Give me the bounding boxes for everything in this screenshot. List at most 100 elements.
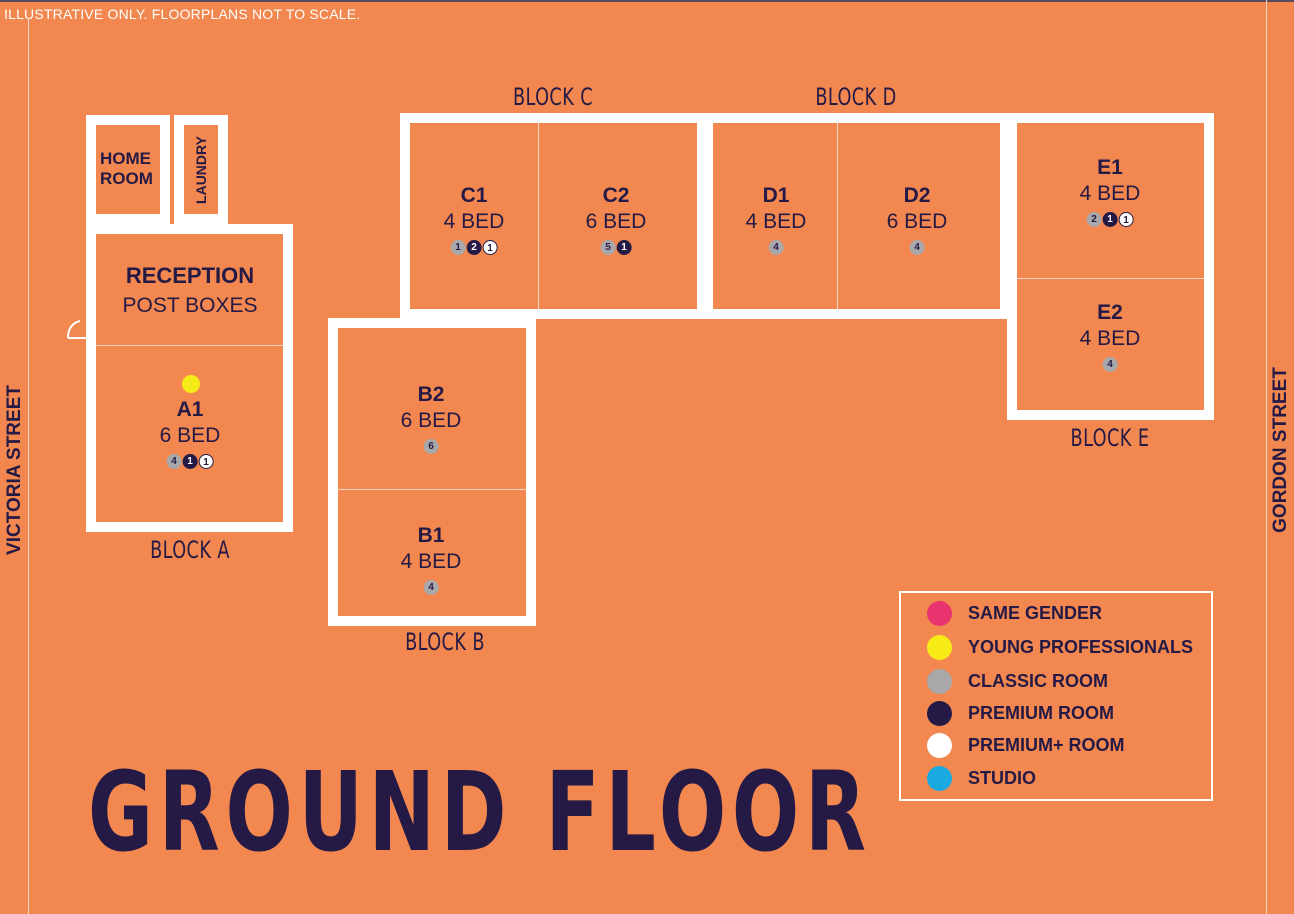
room-code: C1 — [460, 184, 488, 207]
room-beds: 4 BED — [1079, 327, 1141, 350]
classic-room-badge: 4 — [423, 580, 439, 595]
entrance-door-icon — [67, 320, 91, 339]
room-beds: 4 BED — [400, 550, 462, 573]
reception-label: RECEPTION — [125, 263, 255, 288]
room-b2[interactable]: B2 6 BED 6 — [400, 383, 462, 454]
post-boxes-label: POST BOXES — [122, 294, 258, 317]
block-d-divider — [837, 123, 838, 309]
laundry-outline — [174, 115, 228, 224]
block-cd-wall — [697, 113, 713, 319]
premium-room-badge: 2 — [466, 240, 482, 255]
legend-label: STUDIO — [968, 768, 1037, 788]
room-code: E1 — [1097, 156, 1123, 179]
legend-item-classic-room: CLASSIC ROOM — [927, 669, 1108, 694]
room-beds: 4 BED — [443, 210, 505, 233]
legend-item-studio: STUDIO — [927, 766, 1036, 791]
legend-label: PREMIUM+ ROOM — [968, 735, 1125, 755]
victoria-street-line — [28, 18, 29, 914]
room-code: B2 — [417, 383, 445, 406]
block-c-divider — [538, 123, 539, 309]
room-beds: 4 BED — [1079, 182, 1141, 205]
home-room-label: HOME ROOM — [100, 149, 153, 188]
classic-room-badge: 5 — [600, 240, 616, 255]
room-b1[interactable]: B1 4 BED 4 — [400, 524, 462, 595]
gordon-street-label: GORDON STREET — [1270, 367, 1291, 533]
room-code: D1 — [762, 184, 790, 207]
premium-plus-room-badge: 1 — [1118, 212, 1134, 227]
classic-room-badge: 1 — [450, 240, 466, 255]
premium-room-badge: 1 — [182, 454, 198, 469]
premium-room-dot-icon — [927, 701, 952, 726]
young-professionals-dot-icon — [927, 635, 952, 660]
home-room-outline — [86, 115, 170, 224]
victoria-street-label: VICTORIA STREET — [4, 385, 25, 555]
block-d-label: BLOCK D — [815, 83, 897, 111]
room-code: B1 — [417, 524, 445, 547]
block-e-label: BLOCK E — [1070, 424, 1150, 452]
room-badges: 4 — [887, 240, 948, 255]
room-code: D2 — [903, 184, 931, 207]
gordon-street-line — [1266, 0, 1267, 914]
room-d1[interactable]: D1 4 BED 4 — [745, 184, 807, 255]
studio-dot-icon — [927, 766, 952, 791]
classic-room-badge: 6 — [423, 439, 439, 454]
legend-label: PREMIUM ROOM — [968, 703, 1114, 723]
room-beds: 6 BED — [159, 424, 221, 447]
legend-item-premium-room: PREMIUM ROOM — [927, 701, 1114, 726]
block-c-label: BLOCK C — [512, 83, 594, 111]
floor-title: GROUND FLOOR — [88, 748, 872, 876]
room-code: C2 — [602, 184, 630, 207]
premium-room-badge: 1 — [616, 240, 632, 255]
room-badges: 4 — [746, 240, 807, 255]
block-b-outline — [328, 318, 536, 626]
disclaimer-note: ILLUSTRATIVE ONLY. FLOORPLANS NOT TO SCA… — [4, 6, 361, 22]
premium-plus-room-badge: 1 — [482, 240, 498, 255]
legend-item-same-gender: SAME GENDER — [927, 601, 1102, 626]
legend-item-premium-plus-room: PREMIUM+ ROOM — [927, 733, 1125, 758]
room-badges: 6 — [401, 439, 462, 454]
block-e-outline — [1007, 113, 1214, 420]
room-d2[interactable]: D2 6 BED 4 — [886, 184, 948, 255]
room-beds: 4 BED — [745, 210, 807, 233]
room-badges: 4 — [1080, 357, 1141, 372]
classic-room-badge: 4 — [166, 454, 182, 469]
room-beds: 6 BED — [400, 409, 462, 432]
reception-area: RECEPTION POST BOXES — [123, 261, 258, 321]
room-beds: 6 BED — [585, 210, 647, 233]
laundry-label: LAUNDRY — [193, 136, 209, 204]
premium-plus-room-badge: 1 — [198, 454, 214, 469]
classic-room-badge: 2 — [1086, 212, 1102, 227]
top-border — [0, 0, 1294, 2]
block-a-label: BLOCK A — [150, 536, 230, 564]
room-e2[interactable]: E2 4 BED 4 — [1079, 301, 1141, 372]
classic-room-dot-icon — [927, 669, 952, 694]
legend-item-young-professionals: YOUNG PROFESSIONALS — [927, 635, 1193, 660]
block-e-divider — [1017, 278, 1204, 279]
room-beds: 6 BED — [886, 210, 948, 233]
block-a-outline — [86, 224, 293, 532]
classic-room-badge: 4 — [909, 240, 925, 255]
block-a-divider — [96, 345, 283, 346]
room-code: A1 — [176, 398, 204, 421]
premium-room-badge: 1 — [1102, 212, 1118, 227]
classic-room-badge: 4 — [768, 240, 784, 255]
block-b-label: BLOCK B — [405, 628, 485, 656]
legend: SAME GENDER YOUNG PROFESSIONALS CLASSIC … — [899, 591, 1213, 801]
legend-label: YOUNG PROFESSIONALS — [968, 637, 1194, 657]
same-gender-dot-icon — [927, 601, 952, 626]
classic-room-badge: 4 — [1102, 357, 1118, 372]
legend-label: CLASSIC ROOM — [968, 671, 1109, 691]
block-b-divider — [338, 489, 526, 490]
room-code: E2 — [1097, 301, 1123, 324]
room-badges: 4 — [401, 580, 462, 595]
young-professionals-marker — [182, 375, 200, 393]
legend-label: SAME GENDER — [968, 603, 1103, 623]
